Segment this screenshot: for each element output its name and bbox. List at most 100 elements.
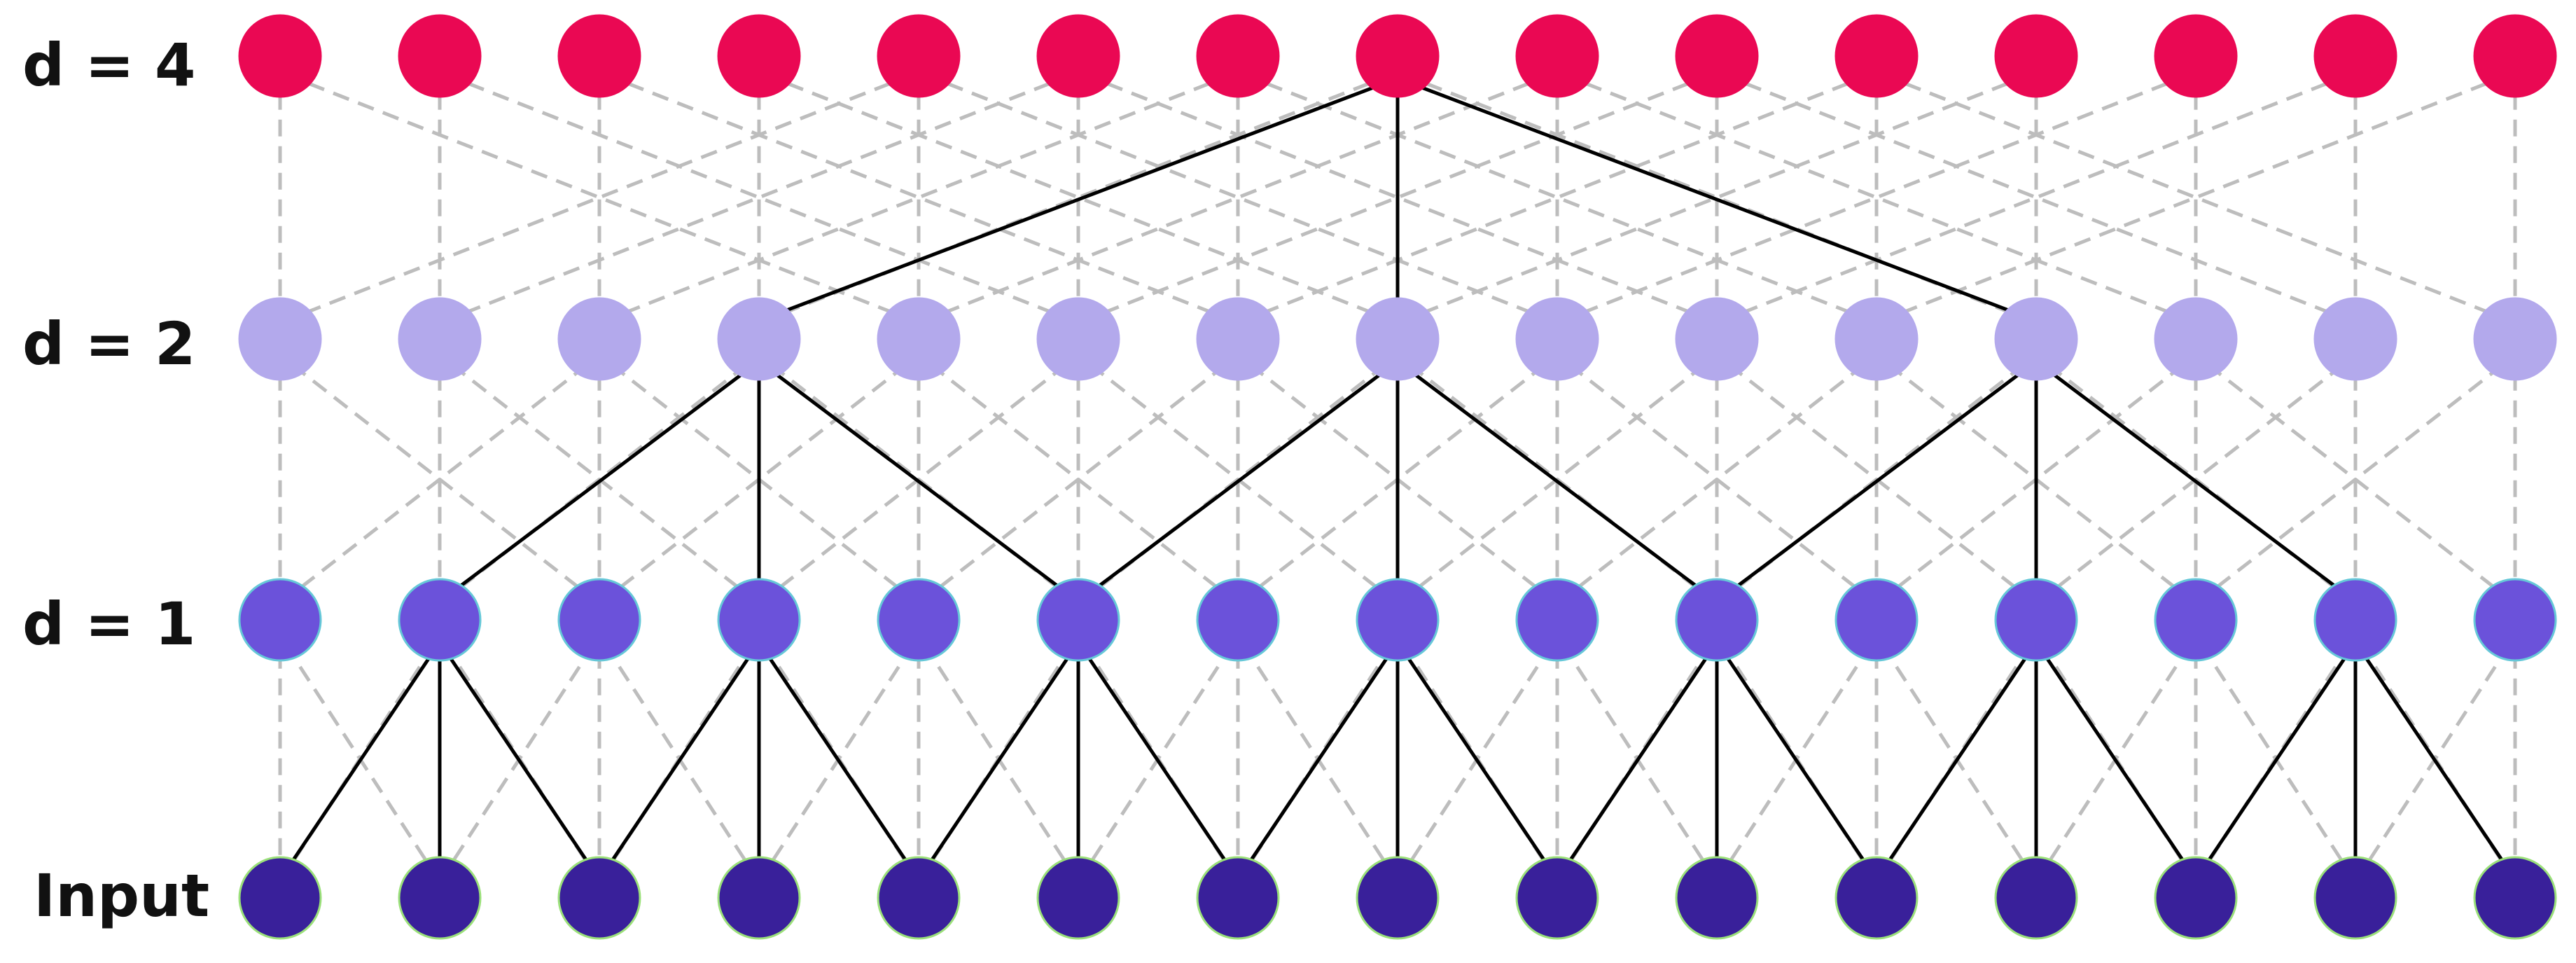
node-input-6 <box>1196 856 1280 940</box>
node-d1-3 <box>717 578 801 662</box>
node-d2-8 <box>1515 297 1599 381</box>
highlight-edge <box>2194 640 2358 881</box>
node-d4-7 <box>1356 14 1440 98</box>
dashed-edge <box>1078 70 1718 325</box>
highlight-edge <box>758 359 1080 603</box>
node-d4-8 <box>1515 14 1599 98</box>
node-d4-11 <box>1994 14 2078 98</box>
node-d1-8 <box>1515 578 1599 662</box>
dashed-edge <box>599 70 1239 325</box>
node-d4-10 <box>1834 14 1919 98</box>
node-d1-10 <box>1834 578 1919 662</box>
node-input-2 <box>557 856 641 940</box>
node-d1-1 <box>398 578 482 662</box>
node-d2-5 <box>1036 297 1120 381</box>
node-d1-9 <box>1675 578 1759 662</box>
highlight-edge <box>758 76 1400 323</box>
dashed-edge <box>918 70 1558 325</box>
highlight-edge <box>438 359 760 603</box>
dashed-edge <box>1557 70 2196 325</box>
dashed-edge <box>1397 70 2037 325</box>
dashed-edge <box>1556 354 1878 605</box>
highlight-edge <box>1395 640 1559 881</box>
node-d1-14 <box>2473 578 2557 662</box>
highlight-edge <box>278 640 442 881</box>
node-d2-2 <box>557 297 641 381</box>
highlight-edge <box>757 640 921 881</box>
node-d2-1 <box>398 297 482 381</box>
highlighted-receptive-field-path <box>278 76 2517 881</box>
node-d1-12 <box>2154 578 2238 662</box>
node-input-5 <box>1036 856 1120 940</box>
dashed-edge <box>1716 70 2356 325</box>
node-d4-14 <box>2473 14 2557 98</box>
dashed-edge <box>1237 70 1877 325</box>
node-d4-9 <box>1675 14 1759 98</box>
layer-labels: d = 4 d = 2 d = 1 Input <box>22 31 209 930</box>
highlight-edge <box>1395 76 2037 323</box>
node-d2-4 <box>877 297 961 381</box>
node-input-0 <box>238 856 322 940</box>
node-d4-4 <box>877 14 961 98</box>
dashed-edge <box>279 70 919 325</box>
node-d4-12 <box>2154 14 2238 98</box>
layer-label-d2: d = 2 <box>22 310 195 378</box>
node-d1-13 <box>2313 578 2397 662</box>
node-d4-2 <box>557 14 641 98</box>
dashed-edge <box>1716 70 2356 325</box>
highlight-edge <box>2035 359 2357 603</box>
node-d4-13 <box>2313 14 2397 98</box>
network-nodes <box>238 14 2557 940</box>
layer-label-d1: d = 1 <box>22 590 195 658</box>
layer-label-d4: d = 4 <box>22 31 195 99</box>
highlight-edge <box>2034 640 2198 881</box>
dashed-edge <box>1876 70 2516 325</box>
node-d2-6 <box>1196 297 1280 381</box>
node-input-9 <box>1675 856 1759 940</box>
dashed-edge <box>1237 70 1877 325</box>
node-d1-2 <box>557 578 641 662</box>
node-d2-11 <box>1994 297 2078 381</box>
node-d2-13 <box>2313 297 2397 381</box>
node-d2-9 <box>1675 297 1759 381</box>
dashed-edge <box>1078 70 1718 325</box>
node-input-4 <box>877 856 961 940</box>
node-d1-0 <box>238 578 322 662</box>
dashed-edge <box>279 70 919 325</box>
highlight-edge <box>1396 359 1718 603</box>
highlight-edge <box>1715 359 2038 603</box>
dashed-edge <box>439 70 1079 325</box>
node-d4-1 <box>398 14 482 98</box>
node-input-3 <box>717 856 801 940</box>
dashed-edge <box>599 70 1239 325</box>
highlight-edge <box>597 640 761 881</box>
node-d2-7 <box>1356 297 1440 381</box>
dashed-edge <box>1876 70 2516 325</box>
layer-label-input: Input <box>34 861 209 930</box>
node-input-12 <box>2154 856 2238 940</box>
node-d1-4 <box>877 578 961 662</box>
node-input-14 <box>2473 856 2557 940</box>
dashed-edge <box>758 70 1398 325</box>
node-d4-0 <box>238 14 322 98</box>
dashed-edge <box>279 354 601 605</box>
highlight-edge <box>1077 359 1399 603</box>
dashed-edge <box>917 354 1239 605</box>
node-d4-3 <box>717 14 801 98</box>
node-d1-11 <box>1994 578 2078 662</box>
node-d1-5 <box>1036 578 1120 662</box>
node-d1-7 <box>1356 578 1440 662</box>
node-input-8 <box>1515 856 1599 940</box>
node-d2-3 <box>717 297 801 381</box>
node-d2-0 <box>238 297 322 381</box>
highlight-edge <box>438 640 601 881</box>
highlight-edge <box>2353 640 2517 881</box>
dashed-edge <box>1557 70 2196 325</box>
node-d4-5 <box>1036 14 1120 98</box>
node-input-1 <box>398 856 482 940</box>
dashed-edge <box>2194 354 2516 605</box>
highlight-edge <box>1874 640 2038 881</box>
node-d2-12 <box>2154 297 2238 381</box>
node-d2-14 <box>2473 297 2557 381</box>
